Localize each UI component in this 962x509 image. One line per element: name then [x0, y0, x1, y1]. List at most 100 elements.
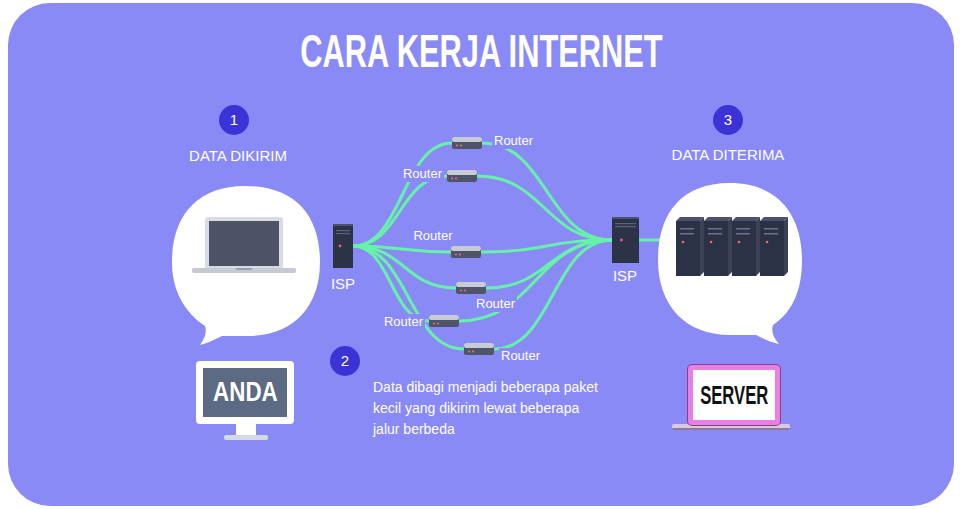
router-top [464, 343, 494, 348]
callout-number: 1 [219, 105, 249, 135]
router-icon [452, 137, 482, 149]
router-led [459, 253, 461, 255]
router-body [429, 315, 459, 327]
router-body [464, 343, 494, 355]
router-top [456, 282, 486, 287]
server-slot [736, 233, 750, 235]
screen-box: ANDA [196, 361, 294, 424]
isp-body [612, 217, 639, 263]
router-led [433, 322, 435, 324]
panel [8, 3, 954, 506]
router-label: Router [499, 348, 542, 364]
server-slot [708, 233, 722, 235]
monitor-neck [236, 423, 256, 436]
isp-led [339, 245, 342, 248]
server-side [784, 217, 788, 276]
router-icon [456, 282, 486, 294]
server-front [760, 221, 784, 276]
router-icon [451, 246, 481, 258]
server-top [760, 217, 788, 221]
router-body [456, 282, 486, 294]
router-top [429, 315, 459, 320]
server-side [756, 217, 760, 276]
router-body [451, 246, 481, 258]
router-icon [447, 170, 477, 182]
isp-top [612, 217, 639, 219]
server-front [676, 221, 700, 276]
laptop-notch [236, 268, 252, 270]
title-text: CARA KERJA INTERNET [300, 28, 662, 74]
router-led [455, 253, 457, 255]
network-link [459, 240, 612, 321]
speech-bubble [658, 183, 802, 344]
router-led [464, 289, 466, 291]
server-top [704, 217, 732, 221]
server-tower [704, 217, 732, 276]
isp-top [333, 224, 353, 226]
router-label: Router [382, 314, 425, 330]
server-led [738, 241, 741, 244]
router-node: Router [464, 343, 494, 355]
server-side [700, 217, 704, 276]
server-led [766, 241, 769, 244]
network-link [353, 246, 429, 321]
isp-slot [615, 223, 636, 224]
router-icon [429, 315, 459, 327]
isp-slot [336, 233, 350, 234]
server-side [728, 217, 732, 276]
isp-slot [336, 230, 350, 231]
router-led [437, 322, 439, 324]
router-node: Router [429, 315, 459, 327]
router-node: Router [452, 137, 482, 149]
router-label: Router [492, 133, 535, 149]
server-slot [680, 233, 694, 235]
laptop-base [192, 268, 296, 273]
router-body [447, 170, 477, 182]
isp-node: ISP [333, 224, 353, 268]
router-node: Router [456, 282, 486, 294]
router-label: Router [474, 296, 517, 312]
router-led [460, 289, 462, 291]
router-led [451, 177, 453, 179]
router-top [447, 170, 477, 175]
server-slot [764, 228, 778, 230]
monitor-foot [224, 435, 268, 440]
server-front [704, 221, 728, 276]
isp-led [620, 239, 623, 242]
monitor-stand [224, 423, 268, 440]
server-top [732, 217, 760, 221]
isp-icon [612, 217, 639, 263]
router-led [468, 350, 470, 352]
server-rack [676, 217, 788, 276]
screen-label: ANDA [213, 377, 278, 408]
isp-label: ISP [611, 268, 639, 284]
router-node: Router [451, 246, 481, 258]
server-led [682, 241, 685, 244]
router-body [452, 137, 482, 149]
router-label: Router [411, 228, 454, 244]
screen-box: SERVER [688, 365, 780, 425]
server-front [732, 221, 756, 276]
isp-node: ISP [612, 217, 639, 263]
router-led [456, 144, 458, 146]
step-heading: DATA DIKIRIM [189, 147, 287, 165]
step-heading: DATA DITERIMA [672, 146, 785, 164]
server-tower [732, 217, 760, 276]
network-link [486, 240, 612, 288]
network-link [477, 176, 612, 240]
server-slot [708, 228, 722, 230]
callout-number: 2 [330, 346, 360, 376]
laptop-edge [672, 428, 790, 430]
router-top [451, 246, 481, 251]
server-tower [676, 217, 704, 276]
server-led [710, 241, 713, 244]
laptop-icon [192, 217, 296, 273]
isp-label: ISP [329, 276, 357, 292]
router-node: Router [447, 170, 477, 182]
server-slot [736, 228, 750, 230]
title-bar: CARA KERJA INTERNET [0, 28, 962, 74]
server-tower [760, 217, 788, 276]
isp-icon [333, 224, 353, 268]
